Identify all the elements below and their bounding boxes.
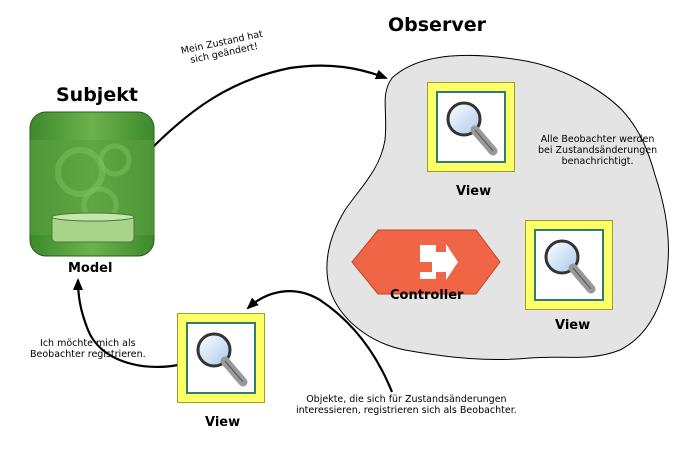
magnifier-icon <box>196 332 248 387</box>
note-line: Ich möchte mich als <box>40 338 136 349</box>
note-line: bei Zustandsänderungen <box>538 145 658 156</box>
magnifier-icon <box>446 101 498 156</box>
view-screen <box>436 91 506 163</box>
model-component <box>29 111 155 257</box>
note-line: interessieren, registrieren sich als Beo… <box>296 405 517 416</box>
register-note: Ich möchte mich als Beobachter registrie… <box>30 338 146 360</box>
observer-view-label: View <box>456 184 492 199</box>
controller-shape <box>351 229 501 295</box>
arrow-state-changed <box>151 64 388 149</box>
view-screen <box>534 229 604 301</box>
arrow-register <box>73 278 179 369</box>
model-label: Model <box>68 261 113 276</box>
note-line: Beobachter registrieren. <box>30 349 146 360</box>
arrow-objects <box>246 290 394 393</box>
magnifier-icon <box>544 239 596 294</box>
observer-view2-label: View <box>555 318 591 333</box>
note-line: Objekte, die sich für Zustandsänderungen <box>306 394 507 405</box>
observer-note: Alle Beobachter werden bei Zustandsänder… <box>538 134 657 167</box>
outside-view-label: View <box>205 415 241 430</box>
view-box-outside <box>177 313 265 403</box>
note-line: Alle Beobachter werden <box>540 134 655 145</box>
subject-heading: Subjekt <box>56 84 138 106</box>
controller-label: Controller <box>390 288 464 303</box>
objects-note: Objekte, die sich für Zustandsänderungen… <box>296 394 517 416</box>
split-arrow-icon <box>420 244 458 280</box>
view-screen <box>186 322 256 394</box>
view-box-observer-1 <box>427 82 515 172</box>
note-line: benachrichtigt. <box>561 156 634 167</box>
view-box-observer-2 <box>525 220 613 310</box>
observer-heading: Observer <box>388 14 486 36</box>
